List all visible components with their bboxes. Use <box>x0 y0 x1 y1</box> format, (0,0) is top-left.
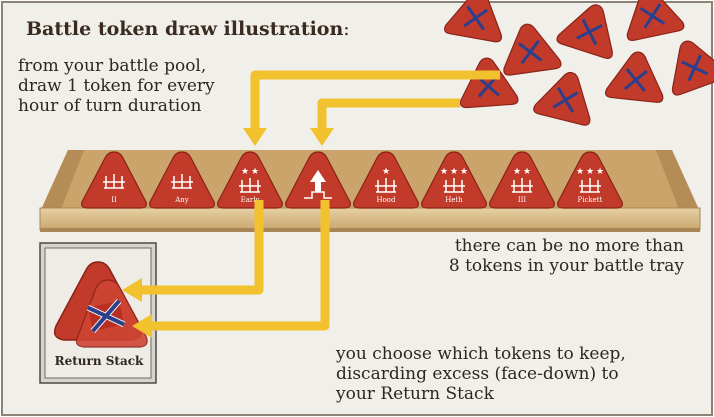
unit-icon <box>171 174 193 188</box>
star-icon: ★ <box>440 167 448 177</box>
unit-icon <box>375 178 397 192</box>
star-icon: ★ <box>241 167 249 177</box>
token-label: III <box>518 196 527 204</box>
return-stack-label: Return Stack <box>48 354 150 368</box>
unit-icon <box>103 174 125 188</box>
star-icon: ★ <box>450 167 458 177</box>
star-icon: ★ <box>576 167 584 177</box>
tray-note-line-2: 8 tokens in your battle tray <box>449 256 684 276</box>
pool-instruction-line-2: draw 1 token for every <box>18 76 215 96</box>
token-label: Heth <box>445 196 463 204</box>
pool-instruction-line-1: from your battle pool, <box>18 56 206 76</box>
choose-note-line-1: you choose which tokens to keep, <box>336 344 626 364</box>
star-icon: ★ <box>596 167 604 177</box>
star-icon: ★ <box>382 167 390 177</box>
token-label: II <box>111 196 117 204</box>
star-icon: ★ <box>460 167 468 177</box>
choose-note-line-3: your Return Stack <box>336 384 494 404</box>
choose-note-line-2: discarding excess (face-down) to <box>336 364 619 384</box>
star-icon: ★ <box>251 167 259 177</box>
star-icon: ★ <box>513 167 521 177</box>
unit-icon <box>443 178 465 192</box>
illustration-title: Battle token draw illustration: <box>26 18 350 40</box>
token-label: Any <box>174 196 189 204</box>
star-icon: ★ <box>586 167 594 177</box>
tray-note-line-1: there can be no more than <box>455 236 684 256</box>
unit-icon <box>511 178 533 192</box>
star-icon: ★ <box>523 167 531 177</box>
unit-icon <box>579 178 601 192</box>
token-label: Pickett <box>578 196 603 204</box>
unit-icon <box>239 178 261 192</box>
token-label: Hood <box>376 196 396 204</box>
pool-instruction-line-3: hour of turn duration <box>18 96 201 116</box>
